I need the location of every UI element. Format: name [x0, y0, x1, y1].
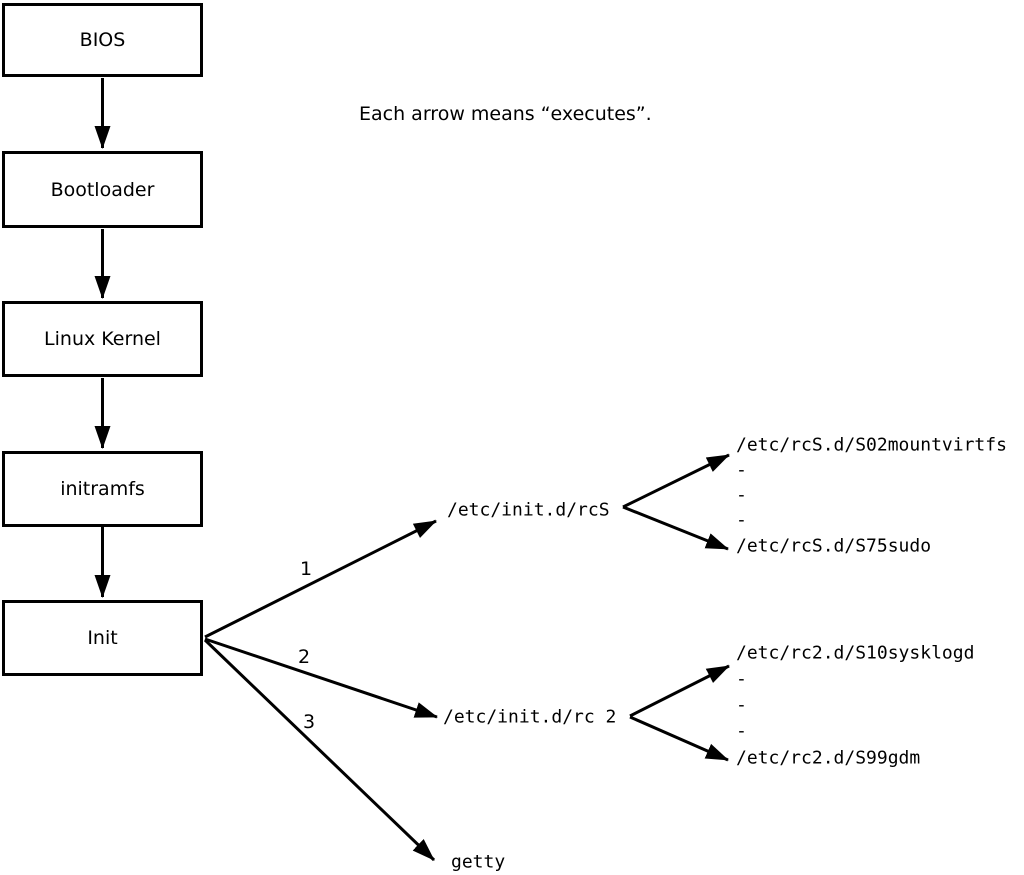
node-bios-label: BIOS	[79, 29, 126, 51]
branch-label-3: 3	[302, 711, 316, 733]
node-getty: getty	[451, 851, 506, 873]
rcs-ellipsis-dash: -	[736, 459, 747, 481]
node-etc-rc2-d-s99gdm: /etc/rc2.d/S99gdm	[736, 747, 921, 769]
node-etc-rc2-d-s10sysklogd: /etc/rc2.d/S10sysklogd	[736, 642, 975, 664]
arrow-rcs-to-s75sudo	[622, 505, 729, 551]
node-etc-init-d-rcs: /etc/init.d/rcS	[447, 499, 610, 521]
branch-label-2: 2	[297, 646, 311, 668]
node-bootloader: Bootloader	[2, 151, 203, 228]
arrow-init-to-rcs	[204, 519, 437, 639]
arrow-rcs-to-s02mountvirtfs	[622, 453, 730, 509]
node-initramfs: initramfs	[2, 451, 203, 527]
node-etc-rcs-d-s02mountvirtfs: /etc/rcS.d/S02mountvirtfs	[736, 434, 1007, 456]
rc2-ellipsis-dash: -	[736, 694, 747, 716]
branch-label-1: 1	[299, 558, 313, 580]
arrow-init-to-getty	[203, 638, 436, 862]
arrow-rc2-to-s10sysklogd	[629, 664, 730, 718]
node-etc-init-d-rc2: /etc/init.d/rc 2	[443, 706, 617, 728]
legend-note: Each arrow means “executes”.	[359, 103, 652, 125]
rc2-ellipsis-dash: -	[736, 668, 747, 690]
node-init: Init	[2, 600, 203, 676]
node-linux-kernel: Linux Kernel	[2, 301, 203, 377]
rc2-ellipsis-dash: -	[736, 720, 747, 742]
node-bios: BIOS	[2, 3, 203, 77]
node-linux-kernel-label: Linux Kernel	[44, 328, 161, 350]
rcs-ellipsis-dash: -	[736, 484, 747, 506]
node-init-label: Init	[87, 627, 118, 649]
rcs-ellipsis-dash: -	[736, 509, 747, 531]
arrow-init-to-rc2	[204, 637, 438, 719]
node-etc-rcs-d-s75sudo: /etc/rcS.d/S75sudo	[736, 535, 932, 557]
node-initramfs-label: initramfs	[60, 478, 145, 500]
node-bootloader-label: Bootloader	[50, 178, 155, 201]
arrow-rc2-to-s99gdm	[629, 715, 729, 762]
